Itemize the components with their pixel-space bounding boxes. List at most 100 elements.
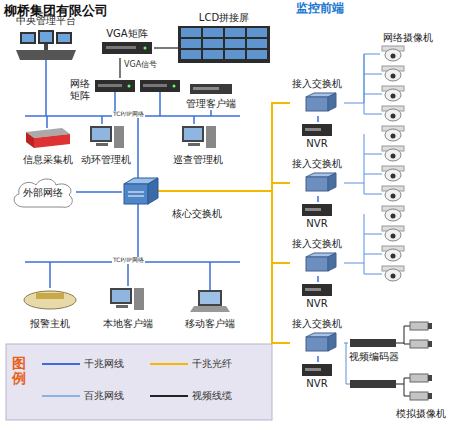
camera-icon (428, 323, 432, 329)
wire (364, 174, 382, 175)
camera-icon (410, 392, 428, 400)
switch-icon (328, 253, 336, 271)
node-label: 外部网络 (23, 187, 63, 199)
pc-icon (96, 143, 108, 146)
camera-icon (391, 274, 396, 279)
rack-icon (144, 47, 147, 50)
laptop-icon (198, 290, 222, 306)
device-node: 接入交换机 (290, 318, 344, 356)
connector (344, 54, 380, 103)
wire (364, 254, 382, 255)
camera-icon (391, 134, 396, 139)
legend-panel (42, 395, 80, 397)
camera-icon (385, 109, 401, 121)
wire (344, 183, 364, 184)
rack-icon (173, 85, 176, 88)
wire (404, 326, 410, 327)
connector (119, 58, 120, 78)
camera-icon (410, 374, 428, 382)
node-label: 报警主机 (30, 318, 70, 330)
node-label: VGA矩阵 (106, 28, 147, 40)
wire (364, 154, 382, 155)
device-node: VGA矩阵 (100, 28, 154, 58)
legend-panel (6, 344, 272, 420)
camera-icon (385, 209, 401, 221)
camera-icon (391, 54, 396, 59)
node-label: 模拟摄像机 (396, 408, 446, 420)
device-node: 报警主机 (20, 282, 80, 330)
console-icon (58, 34, 70, 42)
node-label: 信息采集机 (23, 154, 73, 166)
node-label: 核心交换机 (172, 208, 222, 220)
network-bus (45, 60, 47, 116)
node-label: 巡查管理机 (173, 154, 223, 166)
core-switch-icon (124, 184, 148, 204)
server-icon (26, 128, 70, 148)
wire (404, 396, 410, 397)
node-label: 接入交换机 (292, 318, 342, 330)
nvr-icon (305, 208, 321, 211)
node-label: 网络 矩阵 (70, 78, 92, 102)
device-node: 网络 矩阵 (70, 78, 182, 102)
device-node: NVR (300, 122, 334, 150)
device-node: NVR (300, 202, 334, 230)
device-node: 管理客户端 (185, 82, 237, 110)
wire (404, 378, 405, 396)
nvr-icon (305, 128, 321, 131)
nvr-icon (302, 124, 332, 136)
connector (317, 196, 319, 202)
server-icon (34, 134, 70, 148)
rack-icon (193, 87, 219, 90)
network-bus (209, 262, 211, 290)
switch-icon (306, 177, 328, 191)
network-bus (127, 262, 129, 286)
core-switch-icon (148, 178, 158, 204)
legend-heading: 图例 (12, 356, 26, 387)
encoder-icon (350, 380, 396, 388)
switch-icon (306, 257, 328, 271)
laptop-icon (190, 290, 230, 312)
camera-icon (428, 375, 432, 381)
wire (364, 114, 382, 115)
connector (76, 191, 122, 193)
camera-icon (385, 149, 401, 161)
camera-icon (385, 269, 401, 281)
connector (154, 47, 178, 48)
core-switch-icon (124, 178, 158, 204)
console-icon (44, 44, 48, 50)
device-node: LCD拼接屏 (178, 12, 270, 64)
front-end-icons (302, 46, 432, 400)
switch-icon (328, 93, 336, 111)
network-bus (101, 116, 103, 124)
cloud-shape (14, 179, 72, 207)
connector (222, 183, 290, 191)
node-label: NVR (306, 138, 327, 150)
pc-icon (116, 305, 128, 308)
rack-icon (143, 84, 167, 87)
node-label: 接入交换机 (292, 158, 342, 170)
core-switch-icon (128, 192, 144, 196)
cloud-node: 外部网络 (10, 176, 76, 210)
console-icon (22, 34, 34, 42)
legend-text: 百兆网线 (84, 390, 124, 402)
device-node: 移动客户端 (182, 282, 238, 330)
wire (364, 234, 382, 235)
pc-icon (134, 288, 144, 310)
rack-icon (98, 84, 122, 87)
camera-icon (385, 129, 401, 141)
nvr-icon (302, 204, 332, 216)
alarm-host-icon (24, 291, 76, 309)
camera-icon (385, 249, 401, 261)
network-bus (49, 262, 51, 288)
rack-icon (128, 85, 131, 88)
rack-icon (106, 46, 136, 49)
wire (396, 384, 404, 385)
nvr-icon (305, 288, 321, 291)
device-node: 本地客户端 (100, 282, 156, 330)
alarm-host-icon (24, 291, 76, 309)
device-node: NVR (300, 282, 334, 310)
camera-icon (391, 194, 396, 199)
node-label: 接入交换机 (292, 238, 342, 250)
node-label: 接入交换机 (292, 78, 342, 90)
node-label: 视频编码器 (349, 351, 399, 363)
